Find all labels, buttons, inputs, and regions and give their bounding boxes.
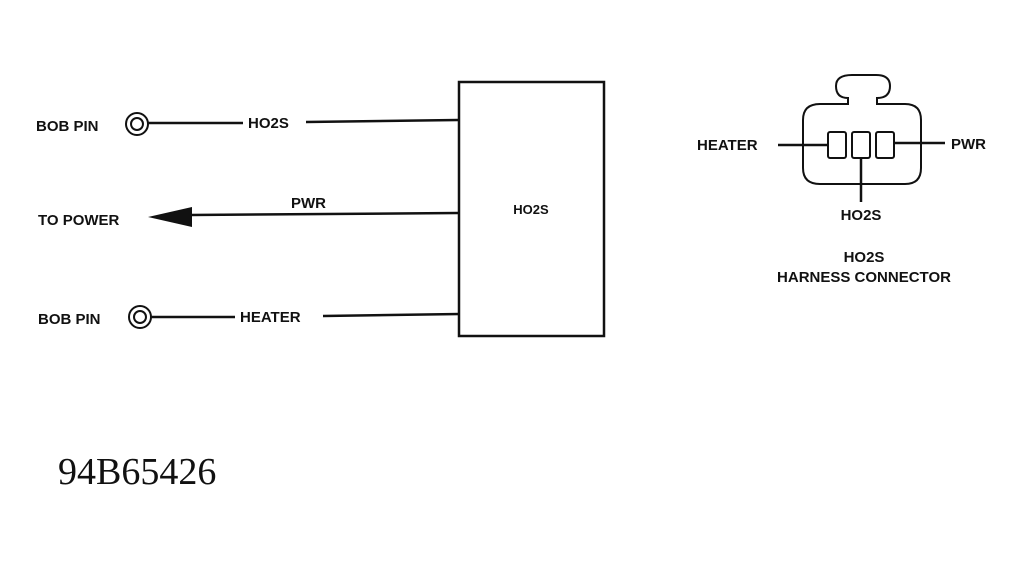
figure-id: 94B65426 — [58, 451, 216, 493]
bob-pin-2-icon — [128, 305, 152, 329]
ho2s-wire-right — [305, 118, 459, 124]
bob-pin-label-2: BOB PIN — [38, 311, 101, 328]
heater-wire-label: HEATER — [240, 309, 301, 326]
heater-wire-right — [322, 312, 461, 318]
ho2s-wire-label: HO2S — [248, 115, 289, 132]
connector-caption-line2: HARNESS CONNECTOR — [777, 269, 951, 286]
connector-heater-label: HEATER — [697, 137, 758, 154]
ho2s-sensor-label: HO2S — [513, 202, 549, 217]
connector-caption-line1: HO2S — [844, 249, 885, 266]
to-power-label: TO POWER — [38, 212, 120, 229]
connector-ho2s-label: HO2S — [841, 207, 882, 224]
ho2s-sensor-box — [457, 80, 606, 338]
pwr-wire-label: PWR — [291, 195, 326, 212]
connector-pwr-label: PWR — [951, 136, 986, 153]
arrow-left-icon — [148, 207, 192, 227]
pwr-wire — [189, 211, 459, 217]
bob-pin-label-1: BOB PIN — [36, 118, 99, 135]
bob-pin-1-icon — [125, 112, 149, 136]
